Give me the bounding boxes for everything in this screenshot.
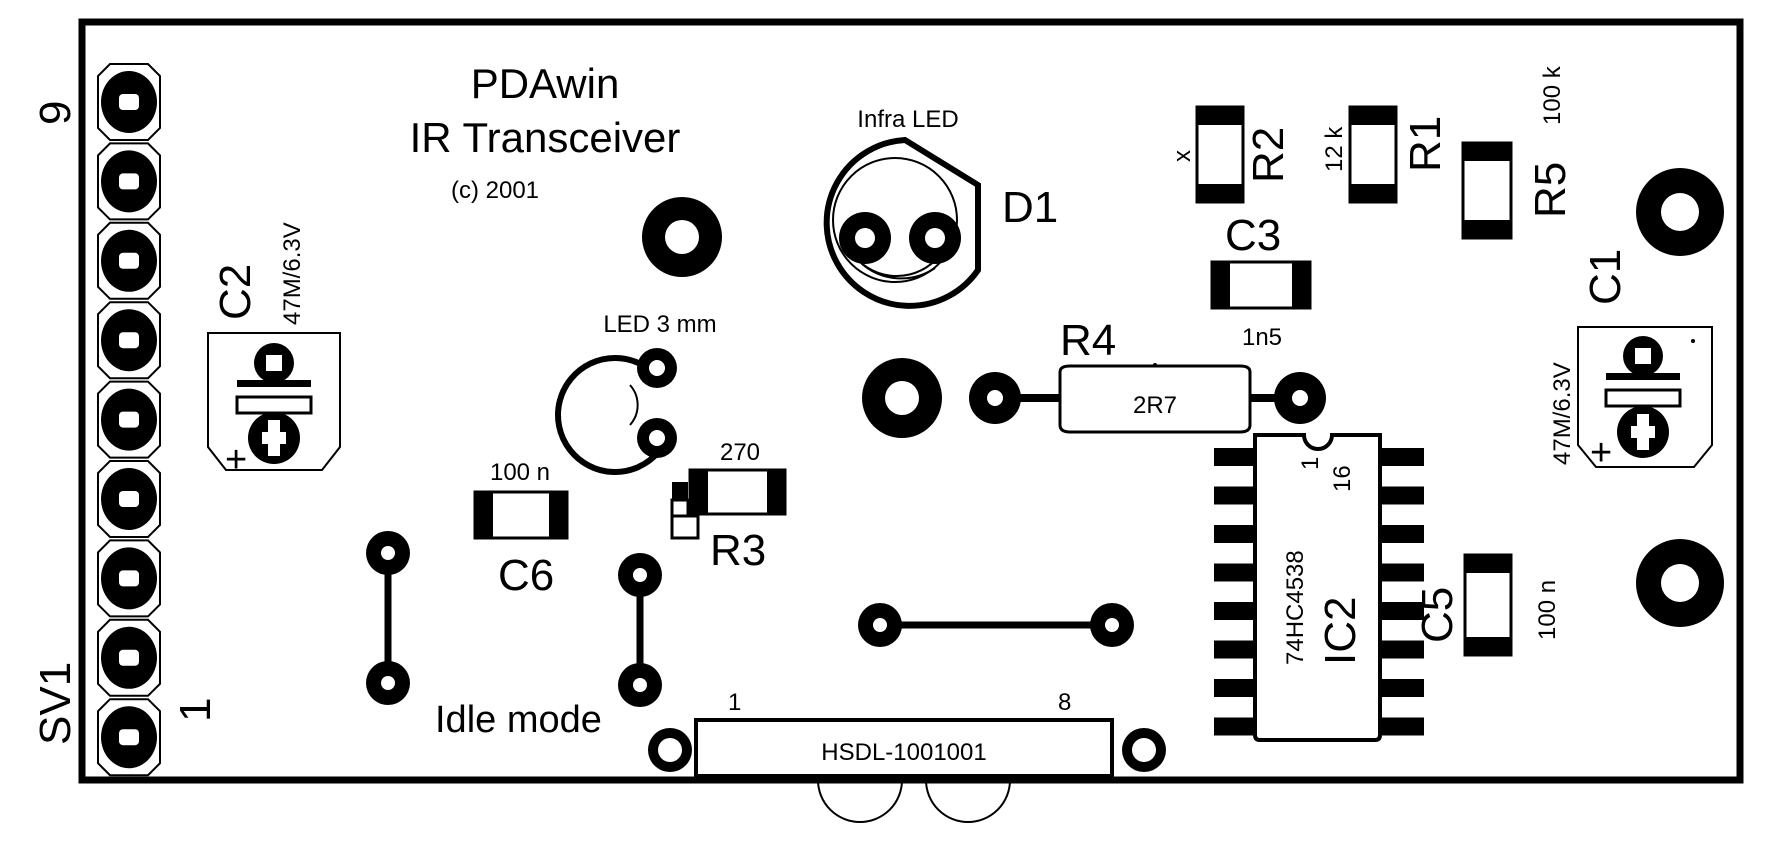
- header-pin-outline: [97, 618, 161, 697]
- ic2-ref: IC2: [1316, 597, 1365, 665]
- stray-dot: [1153, 363, 1157, 367]
- irda-pin8-label: 8: [1058, 689, 1071, 716]
- r3-value: 270: [720, 439, 760, 466]
- ic-pin-right: [1382, 602, 1424, 620]
- resistor-r1: 12 k R1: [1321, 105, 1450, 204]
- c3-value: 1n5: [1242, 324, 1282, 351]
- capacitor-c5: C5 100 n: [1413, 553, 1561, 657]
- idle-mode-label: Idle mode: [435, 699, 602, 741]
- resistor-r2: x R2: [1169, 105, 1293, 204]
- header-pin-hole: [119, 94, 139, 110]
- c1-plus: +: [1590, 432, 1612, 474]
- ic-ic2: 74HC4538 IC2 1 16: [1214, 433, 1424, 742]
- mounting-holes: [642, 168, 1724, 627]
- header-pin-hole: [119, 411, 139, 428]
- ic-pin-right: [1382, 640, 1424, 659]
- ic-pin-left: [1214, 448, 1256, 466]
- ic-pin-right: [1382, 486, 1424, 505]
- connector-pin-9-label: 9: [31, 101, 80, 125]
- led-3mm-label: LED 3 mm: [603, 311, 716, 338]
- led-d1: Infra LED D1: [823, 106, 1058, 309]
- c6-value: 100 n: [490, 459, 550, 486]
- capacitor-c6: 100 n C6: [473, 459, 569, 600]
- r2-ref: R2: [1244, 127, 1293, 183]
- board-outline: [78, 18, 1744, 784]
- ic-pin-right: [1382, 525, 1424, 543]
- ic-pin-left: [1214, 486, 1256, 505]
- header-pin-outline: [97, 539, 161, 618]
- ic-pin-left: [1214, 717, 1256, 736]
- resistor-r3: 270 R3: [670, 439, 787, 575]
- board-subtitle: IR Transceiver: [410, 114, 681, 161]
- irda-pin1-label: 1: [728, 689, 741, 716]
- header-pin-outline: [97, 221, 161, 300]
- r2-value: x: [1169, 150, 1196, 162]
- r5-value: 100 k: [1539, 65, 1566, 125]
- stray-dot: [1691, 339, 1695, 343]
- connector-ref: SV1: [31, 662, 80, 745]
- header-pin-hole: [119, 649, 139, 666]
- c6-ref: C6: [498, 551, 554, 600]
- header-pin-hole: [119, 491, 139, 507]
- header-pin-outline: [97, 63, 161, 141]
- header-pin-outline: [97, 698, 161, 777]
- ic-pin-right: [1382, 679, 1424, 697]
- resistor-r5: R5 100 k: [1461, 65, 1575, 240]
- c3-ref: C3: [1225, 211, 1281, 260]
- irda-part: HSDL-1001001: [821, 739, 986, 766]
- ic-pin-left: [1214, 525, 1256, 543]
- r5-ref: R5: [1526, 162, 1575, 218]
- header-pin-outline: [97, 142, 161, 221]
- capacitor-c1: C1 47M/6.3V +: [1549, 249, 1713, 474]
- r1-value: 12 k: [1321, 126, 1348, 172]
- header-pin-outline: [97, 380, 161, 459]
- ic-pin-right: [1382, 448, 1424, 466]
- c2-plus: +: [225, 439, 247, 481]
- board-title: PDAwin: [471, 60, 620, 107]
- r4-ref: R4: [1060, 316, 1116, 365]
- c1-ref: C1: [1581, 249, 1630, 305]
- header-pin-hole: [119, 332, 139, 349]
- board-copyright: (c) 2001: [451, 177, 539, 204]
- ic-pin-right: [1382, 563, 1424, 582]
- d1-ref: D1: [1002, 183, 1058, 232]
- r1-ref: R1: [1401, 116, 1450, 172]
- capacitor-c2: C2 47M/6.3V +: [207, 222, 341, 481]
- jumpers: [366, 531, 1134, 707]
- r4-value: 2R7: [1133, 392, 1177, 419]
- ic2-part: 74HC4538: [1282, 550, 1309, 665]
- header-pin-outline: [97, 301, 161, 380]
- ic-pin-left: [1214, 640, 1256, 659]
- c1-value: 47M/6.3V: [1549, 362, 1576, 465]
- ic-pin-left: [1214, 679, 1256, 697]
- ic2-pin1-label: 1: [1297, 457, 1324, 470]
- ic-pin-right: [1382, 717, 1424, 736]
- r3-ref: R3: [710, 526, 766, 575]
- ic2-pin16-label: 16: [1329, 465, 1356, 492]
- capacitor-c3: C3 1n5: [1210, 211, 1312, 351]
- header-pin-hole: [119, 729, 139, 746]
- header-pin-hole: [119, 570, 139, 587]
- ic-pin-left: [1214, 563, 1256, 582]
- irda-module: HSDL-1001001 1 8: [648, 689, 1166, 823]
- c5-value: 100 n: [1534, 580, 1561, 640]
- c2-value: 47M/6.3V: [279, 222, 306, 325]
- led-3mm: LED 3 mm: [555, 311, 717, 475]
- d1-label: Infra LED: [857, 106, 958, 133]
- connector-pin-1-label: 1: [171, 698, 220, 722]
- c2-ref: C2: [211, 264, 260, 320]
- ic-pin-left: [1214, 602, 1256, 620]
- header-pin-hole: [119, 173, 139, 190]
- header-pin-outline: [97, 460, 161, 538]
- header-pin-hole: [119, 252, 139, 269]
- c5-ref: C5: [1413, 587, 1462, 643]
- resistor-r4: 2R7 R4: [969, 316, 1326, 434]
- connector-sv1: SV1 1 9: [31, 63, 220, 777]
